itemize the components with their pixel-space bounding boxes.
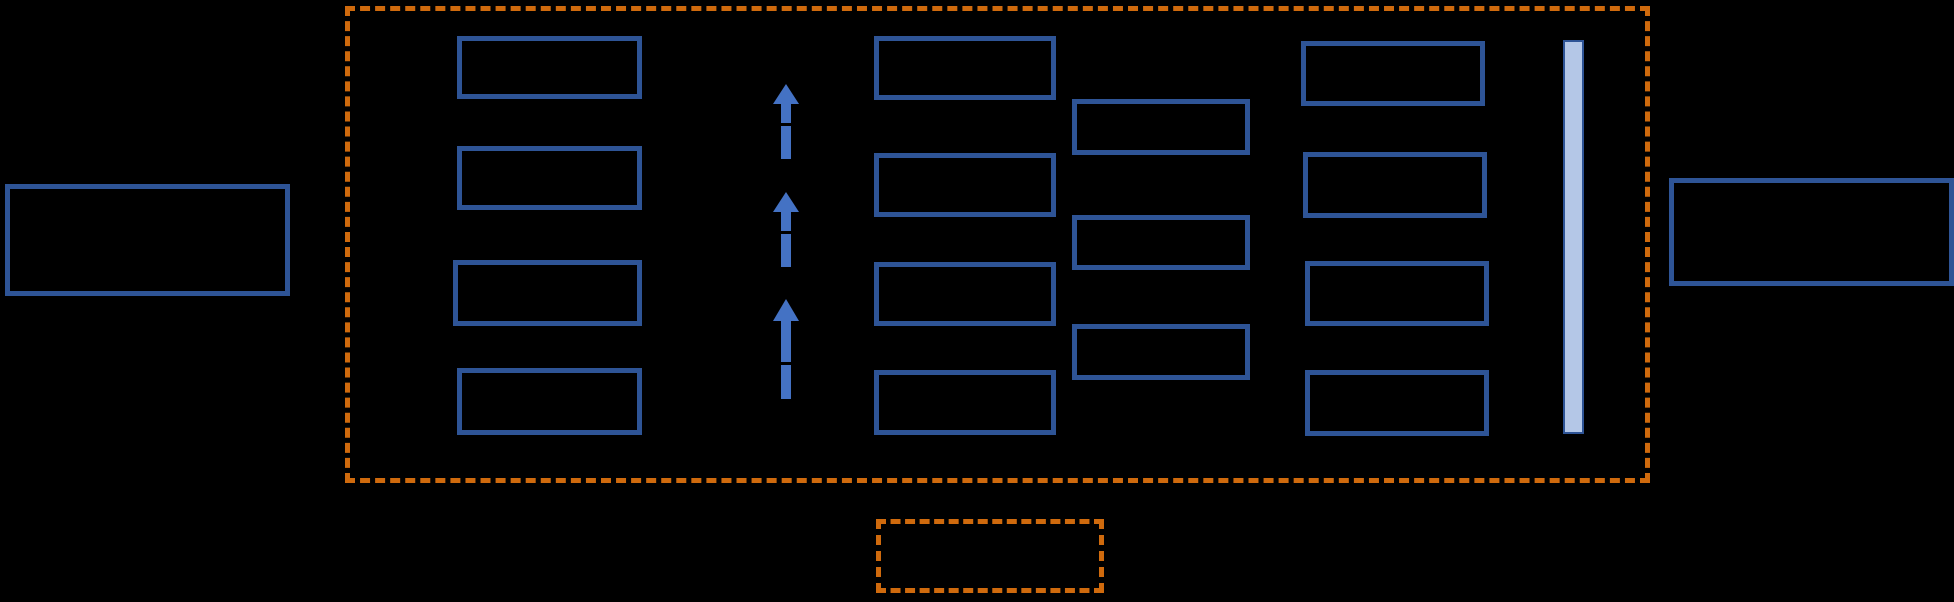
- mid-column-box-4[interactable]: [874, 370, 1056, 435]
- intermediate-column-box-3[interactable]: [1072, 324, 1250, 380]
- mid-column-box-1[interactable]: [874, 36, 1056, 100]
- left-column-box-3[interactable]: [453, 260, 642, 326]
- left-column-box-1[interactable]: [457, 36, 642, 99]
- outer-left-box[interactable]: [5, 184, 290, 296]
- intermediate-column-box-2[interactable]: [1072, 215, 1250, 270]
- left-column-box-4[interactable]: [457, 368, 642, 435]
- right-column-box-1[interactable]: [1301, 41, 1485, 106]
- left-column-box-2[interactable]: [457, 146, 642, 210]
- outer-right-box[interactable]: [1669, 178, 1954, 286]
- arrow-up-middle: [769, 192, 803, 267]
- intermediate-column-box-1[interactable]: [1072, 99, 1250, 155]
- bottom-dashed-box[interactable]: [876, 519, 1104, 593]
- vertical-bar[interactable]: [1563, 40, 1584, 434]
- mid-column-box-2[interactable]: [874, 153, 1056, 217]
- right-column-box-2[interactable]: [1303, 152, 1487, 218]
- arrow-up-top: [769, 84, 803, 159]
- dashed-group-container: [345, 6, 1650, 483]
- arrow-up-bottom: [769, 299, 803, 399]
- mid-column-box-3[interactable]: [874, 262, 1056, 326]
- right-column-box-3[interactable]: [1305, 261, 1489, 326]
- right-column-box-4[interactable]: [1305, 370, 1489, 436]
